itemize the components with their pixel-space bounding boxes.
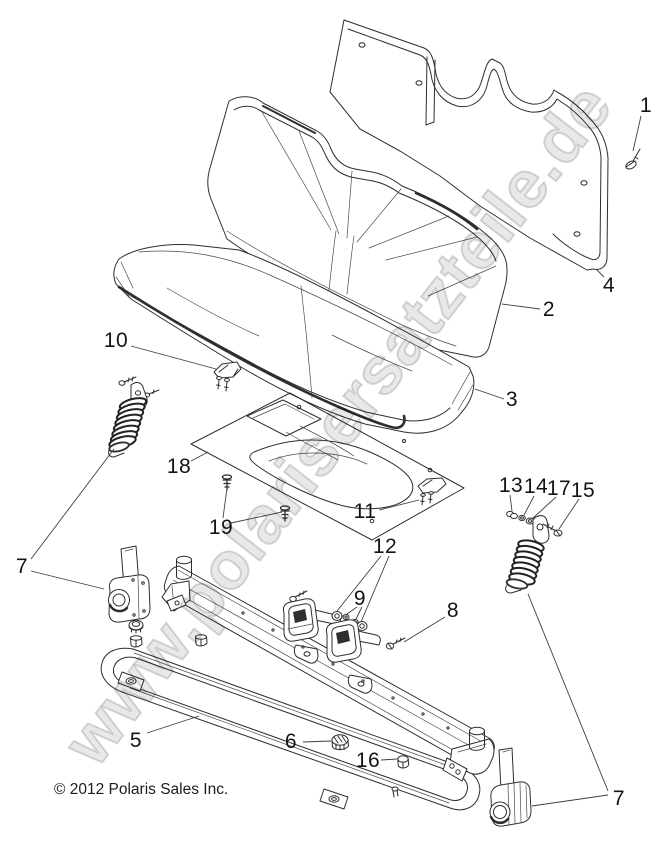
spring-assembly-right xyxy=(505,510,563,594)
hex-nut-on-frame xyxy=(195,634,208,647)
washer-part-14 xyxy=(518,514,526,522)
bracket-part-11 xyxy=(417,477,447,506)
seat-cushion-part-3 xyxy=(113,244,475,434)
callout-leader-lines xyxy=(30,115,642,807)
callout-18: 18 xyxy=(166,455,192,478)
seatbelt-retractor-left-part-7 xyxy=(108,545,151,623)
callout-11: 11 xyxy=(353,500,377,523)
washer-part-12a xyxy=(331,611,343,621)
rivet-part-19b xyxy=(279,505,291,522)
callout-17: 17 xyxy=(546,477,572,500)
callout-13: 13 xyxy=(498,474,524,497)
callout-1: 1 xyxy=(639,94,653,117)
callout-15: 15 xyxy=(570,479,596,502)
callout-8: 8 xyxy=(446,599,460,622)
spring-assembly-left xyxy=(108,376,160,458)
callout-19: 19 xyxy=(208,516,234,539)
callout-4: 4 xyxy=(602,274,616,297)
callout-6: 6 xyxy=(284,730,298,753)
rear-panel-part-4 xyxy=(329,19,609,271)
rivet-part-19a xyxy=(221,474,233,491)
bracket-part-10 xyxy=(213,361,242,392)
callout-7-left: 7 xyxy=(15,555,29,578)
callout-14: 14 xyxy=(523,475,549,498)
cap-under-retractor xyxy=(128,619,144,634)
nut-under-retractor xyxy=(130,635,143,648)
callout-5: 5 xyxy=(129,729,143,752)
plug-part-16 xyxy=(397,755,410,769)
callout-10: 10 xyxy=(103,329,129,352)
seat-pan-plate-part-18 xyxy=(190,392,465,541)
seat-support-rail xyxy=(161,555,495,782)
callout-12: 12 xyxy=(372,535,398,558)
callout-16: 16 xyxy=(355,749,381,772)
spacer-part-9a xyxy=(342,613,350,621)
seatbelt-retractor-right-part-7 xyxy=(489,747,532,827)
seat-latch-assembly xyxy=(282,590,406,663)
callout-9: 9 xyxy=(353,587,367,610)
screw-part-1 xyxy=(625,148,641,170)
bushing-part-13 xyxy=(510,512,518,520)
callout-7-right: 7 xyxy=(612,787,626,810)
frame-loop-part-5 xyxy=(100,647,481,811)
copyright-text: © 2012 Polaris Sales Inc. xyxy=(54,781,229,798)
bolt-part-15 xyxy=(542,523,557,532)
callout-3: 3 xyxy=(505,388,519,411)
cap-part-6 xyxy=(331,734,349,751)
callout-2: 2 xyxy=(542,298,556,321)
